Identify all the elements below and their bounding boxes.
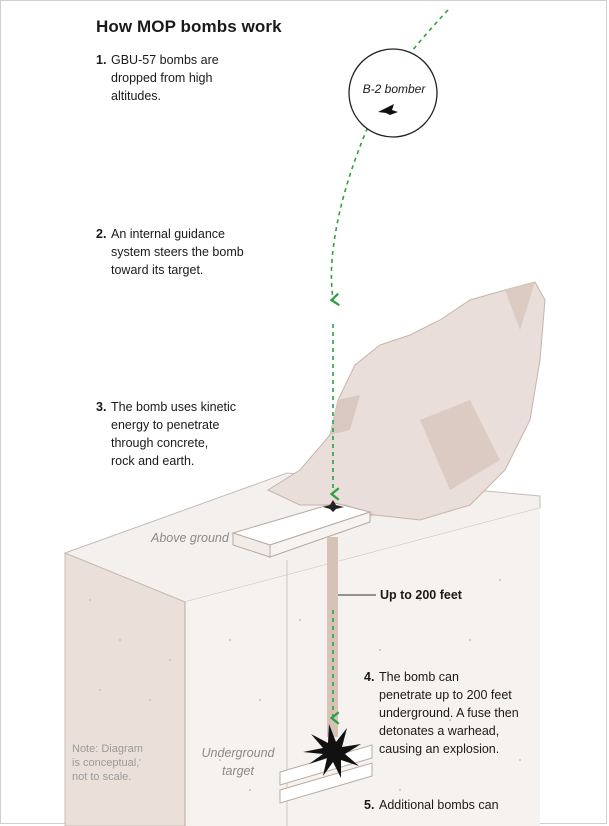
step-3: 3. The bomb uses kinetic energy to penet… <box>96 398 236 470</box>
scale-note: Note: Diagram is conceptual, not to scal… <box>72 742 162 784</box>
bomber-label: B-2 bomber <box>362 82 426 96</box>
underground-label-line: Underground <box>201 746 275 760</box>
ground-right-face <box>185 508 540 826</box>
step-3-line: energy to penetrate <box>111 418 220 432</box>
concrete-slab <box>231 502 372 558</box>
rock-shadow-1 <box>330 395 360 435</box>
step-5-line: Additional bombs can <box>379 798 499 812</box>
scale-note-line: is conceptual, <box>72 757 140 769</box>
step-4-line: underground. A fuse then <box>379 706 519 720</box>
scale-note-line: Note: Diagram <box>72 743 143 755</box>
step-4-line: penetrate up to 200 feet <box>379 688 512 702</box>
rock-shadow-2 <box>420 400 500 490</box>
diagram-title: How MOP bombs work <box>96 17 282 36</box>
step-1: 1. GBU-57 bombs are dropped from high al… <box>96 51 219 105</box>
step-5-number: 5. <box>364 798 375 812</box>
step-4-line: detonates a warhead, <box>379 724 500 738</box>
step-3-line: through concrete, <box>111 436 209 450</box>
rock-shadow-3 <box>505 282 535 330</box>
step-2-line: toward its target. <box>111 263 204 277</box>
step-1-line: dropped from high <box>111 71 213 85</box>
step-3-line: The bomb uses kinetic <box>111 400 237 414</box>
above-ground-label: Above ground <box>151 531 229 545</box>
rock-main <box>266 281 546 521</box>
b2-bomber-icon <box>378 104 398 115</box>
step-4-line: The bomb can <box>379 670 459 684</box>
depth-callout: Up to 200 feet <box>380 588 462 602</box>
step-4-line: causing an explosion. <box>379 742 500 756</box>
scale-note-line: not to scale. <box>72 771 132 783</box>
impact-burst-icon <box>323 500 344 512</box>
step-2-line: system steers the bomb <box>111 245 244 259</box>
step-2-number: 2. <box>96 227 107 241</box>
step-1-line: GBU-57 bombs are <box>111 53 219 67</box>
step-4-number: 4. <box>364 670 375 684</box>
step-1-number: 1. <box>96 53 107 67</box>
step-1-line: altitudes. <box>111 89 162 103</box>
step-3-number: 3. <box>96 400 107 414</box>
rock-formation <box>266 281 546 521</box>
step-2: 2. An internal guidance system steers th… <box>96 225 244 279</box>
step-3-line: rock and earth. <box>111 454 195 468</box>
step-5: 5. Additional bombs can <box>364 796 499 814</box>
explosion-icon <box>303 724 361 778</box>
step-2-line: An internal guidance <box>111 227 225 241</box>
ground-front-face <box>64 552 186 826</box>
step-4: 4. The bomb can penetrate up to 200 feet… <box>364 668 519 758</box>
underground-target-label: Underground target <box>196 744 280 780</box>
underground-label-line: target <box>222 764 254 778</box>
bomber-circle <box>348 48 438 138</box>
